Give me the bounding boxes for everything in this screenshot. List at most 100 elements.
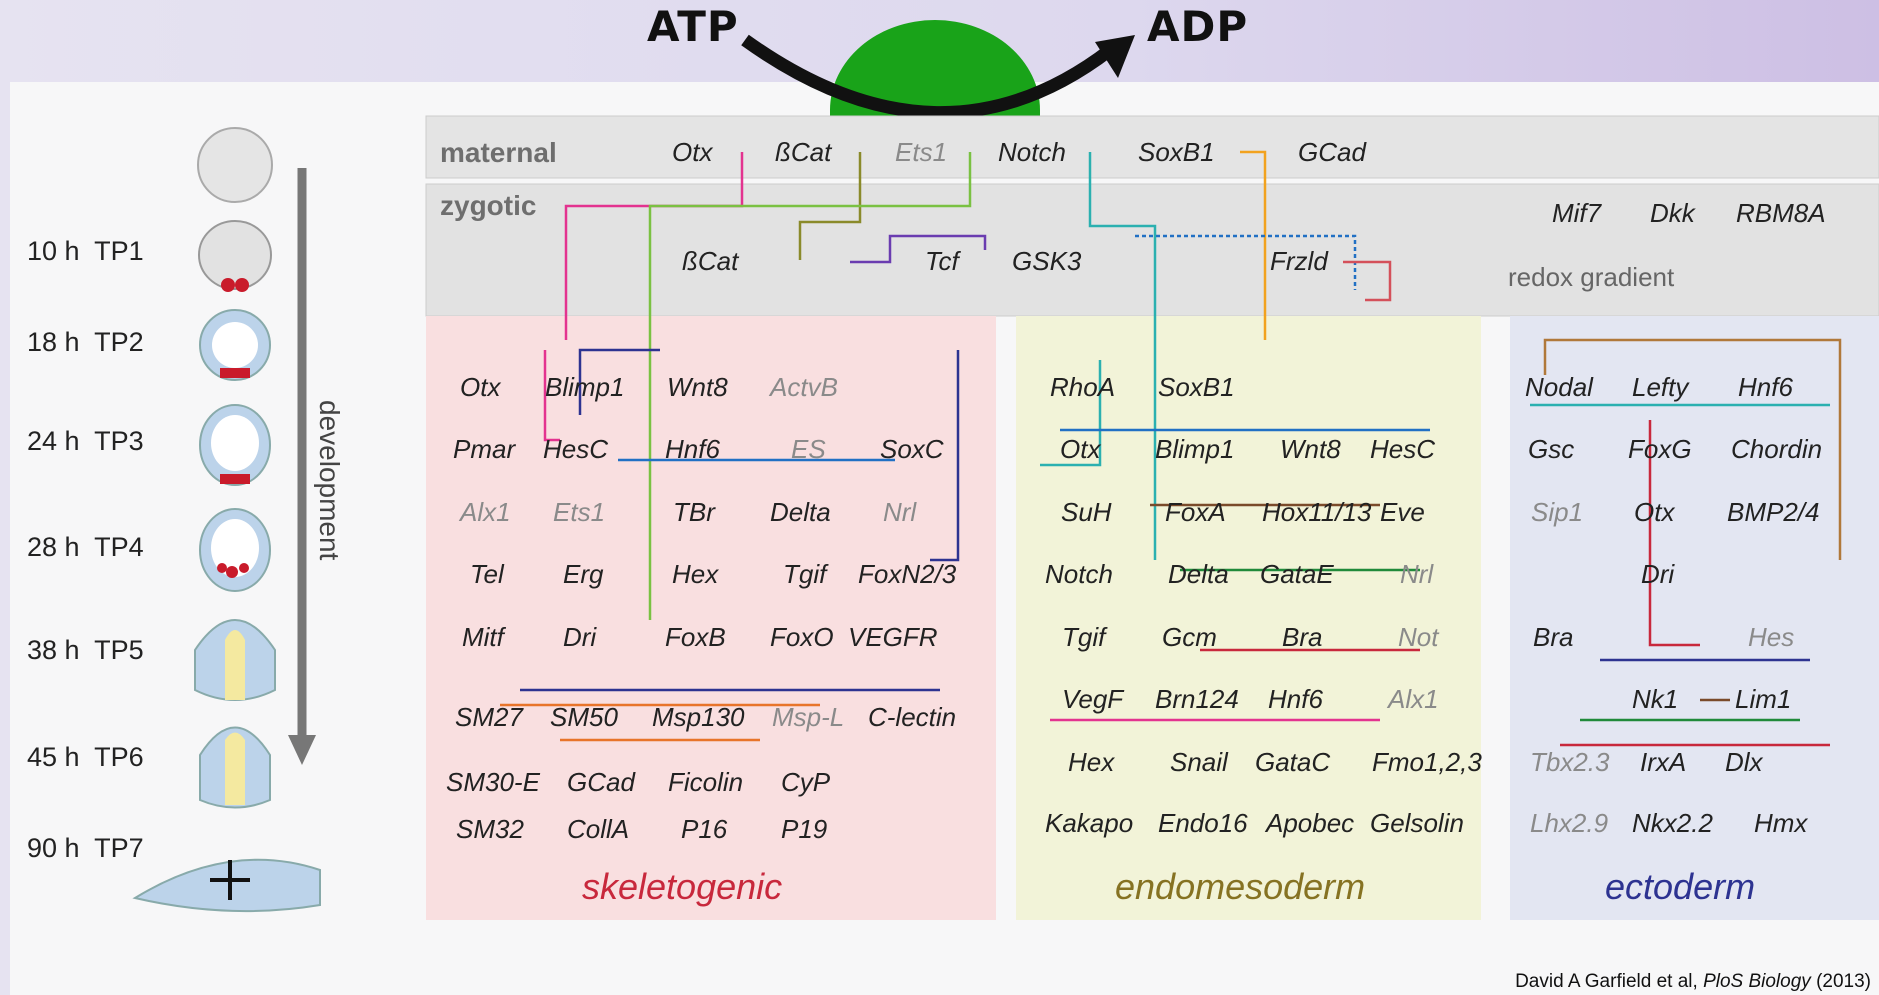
gene-label: Ets1 xyxy=(553,497,606,527)
gene-label: Wnt8 xyxy=(1280,434,1341,464)
gene-label: SoxB1 xyxy=(1158,372,1235,402)
gene-label: Hex xyxy=(672,559,719,589)
gene-label: HesC xyxy=(1370,434,1436,464)
gene-label: CollA xyxy=(567,814,630,844)
gene-label: P19 xyxy=(781,814,828,844)
gene-label: Pmar xyxy=(453,434,516,464)
timepoint-label: 90 h TP7 xyxy=(27,833,144,863)
reaction-arrowhead xyxy=(1095,35,1135,78)
gene-label: Dri xyxy=(1641,559,1675,589)
gene-label: Bra xyxy=(1282,622,1323,652)
gene-label: Gsc xyxy=(1528,434,1575,464)
gene-label: Dkk xyxy=(1650,198,1695,228)
gene-label: Otx xyxy=(1060,434,1101,464)
gene-label: Mif7 xyxy=(1552,198,1602,228)
gene-label: Sip1 xyxy=(1531,497,1584,527)
timepoint-label: 45 h TP6 xyxy=(27,742,144,772)
gene-label: Otx xyxy=(1634,497,1675,527)
timeline-arrowhead xyxy=(288,735,316,765)
gene-label: Mitf xyxy=(462,622,504,652)
gene-label: VegF xyxy=(1062,684,1124,714)
gene-label: Tel xyxy=(470,559,504,589)
gene-label: Otx xyxy=(672,137,713,167)
gene-label: Lhx2.9 xyxy=(1530,808,1609,838)
gene-label: SoxC xyxy=(880,434,944,464)
gene-label: Apobec xyxy=(1266,808,1355,838)
gene-label: SM50 xyxy=(550,702,618,732)
ectoderm-title: ectoderm xyxy=(1605,866,1756,907)
citation: David A Garfield et al, PloS Biology (20… xyxy=(1515,971,1871,992)
gene-label: Delta xyxy=(770,497,831,527)
gene-label: SM27 xyxy=(455,702,523,732)
gene-label: GataC xyxy=(1255,747,1331,777)
gene-label: VEGFR xyxy=(848,622,938,652)
gene-label: FoxB xyxy=(665,622,726,652)
gene-label: Endo16 xyxy=(1158,808,1248,838)
gene-label: Alx1 xyxy=(460,497,511,527)
gene-label: BMP2/4 xyxy=(1727,497,1820,527)
gene-label: RBM8A xyxy=(1736,198,1826,228)
gene-label: Blimp1 xyxy=(545,372,625,402)
gene-label: CyP xyxy=(781,767,831,797)
pluteus-icon xyxy=(132,858,321,913)
timepoint-label: 38 h TP5 xyxy=(27,635,144,665)
timepoint-label: 24 h TP3 xyxy=(27,426,144,456)
gene-label: Nkx2.2 xyxy=(1632,808,1713,838)
gene-label: Hes xyxy=(1748,622,1795,652)
endomesoderm-panel xyxy=(1016,316,1481,920)
gene-label: FoxO xyxy=(770,622,834,652)
gene-label: HesC xyxy=(543,434,609,464)
gene-label: Nk1 xyxy=(1632,684,1679,714)
gene-label: Lefty xyxy=(1632,372,1689,402)
gene-label: Hex xyxy=(1068,747,1115,777)
gene-label: FoxG xyxy=(1628,434,1692,464)
timepoint-label: 28 h TP4 xyxy=(27,532,144,562)
endomesoderm-title: endomesoderm xyxy=(1115,866,1366,907)
timepoint-label: 10 h TP1 xyxy=(27,236,144,266)
gene-label: Ets1 xyxy=(895,137,948,167)
gene-label: Not xyxy=(1398,622,1439,652)
gene-label: SuH xyxy=(1061,497,1112,527)
gene-label: Ficolin xyxy=(668,767,744,797)
gene-label: SM30-E xyxy=(446,767,540,797)
grn-wiring xyxy=(500,150,1842,747)
gene-label: SM32 xyxy=(456,814,524,844)
egg-icon xyxy=(197,127,273,203)
gene-label: Frzld xyxy=(1270,246,1328,276)
gene-label: Brn124 xyxy=(1155,684,1239,714)
gene-label: Chordin xyxy=(1731,434,1823,464)
adp-label: ADP xyxy=(1147,2,1249,51)
gene-label: Tcf xyxy=(925,246,959,276)
gene-label: Lim1 xyxy=(1735,684,1792,714)
gene-label: Fmo1,2,3 xyxy=(1372,747,1482,777)
gene-label: Nodal xyxy=(1525,372,1593,402)
gene-label: ActvB xyxy=(770,372,838,402)
gene-label: Gelsolin xyxy=(1370,808,1464,838)
skeletogenic-title: skeletogenic xyxy=(582,866,783,907)
gene-label: RhoA xyxy=(1050,372,1116,402)
gene-label: ES xyxy=(791,434,826,464)
timepoint-label: 18 h TP2 xyxy=(27,327,144,357)
gene-label: Bra xyxy=(1533,622,1574,652)
gene-label: GCad xyxy=(1298,137,1366,167)
gene-label: GataE xyxy=(1260,559,1334,589)
gene-label: Tgif xyxy=(783,559,827,589)
gene-label: Nrl xyxy=(1400,559,1434,589)
gene-label: Hnf6 xyxy=(1738,372,1793,402)
ectoderm-panel xyxy=(1510,316,1879,920)
gene-label: C-lectin xyxy=(868,702,957,732)
gene-label: Otx xyxy=(460,372,501,402)
gene-label: Tbx2.3 xyxy=(1530,747,1610,777)
gene-label: FoxN2/3 xyxy=(858,559,957,589)
gene-label: FoxA xyxy=(1165,497,1226,527)
gene-label: Dri xyxy=(563,622,597,652)
maternal-panel xyxy=(425,115,1879,179)
gene-label: Hnf6 xyxy=(1268,684,1323,714)
redox-gradient-label: redox gradient xyxy=(1508,262,1675,292)
gene-label: Delta xyxy=(1168,559,1229,589)
zygotic-panel xyxy=(425,183,1879,317)
gene-label: ßCat xyxy=(682,246,739,276)
gene-label: Kakapo xyxy=(1045,808,1134,838)
gene-label: Snail xyxy=(1170,747,1228,777)
